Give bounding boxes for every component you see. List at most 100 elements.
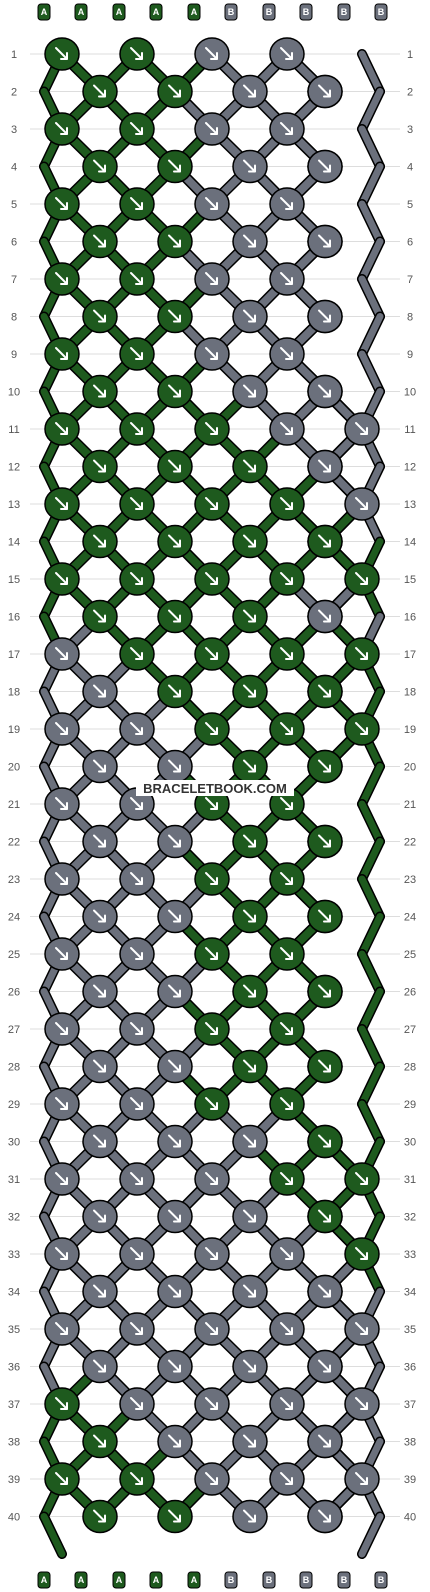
knot xyxy=(157,1049,193,1084)
forward-knot-arrow-icon xyxy=(205,47,218,60)
forward-knot-arrow-icon xyxy=(168,309,181,323)
knot xyxy=(157,674,193,709)
forward-knot-arrow-icon xyxy=(243,684,256,698)
forward-knot-arrow-icon xyxy=(280,1172,293,1185)
forward-knot-arrow-icon xyxy=(205,722,218,735)
knot xyxy=(119,337,155,371)
forward-knot-arrow-icon xyxy=(93,234,106,248)
knot xyxy=(232,899,268,934)
row-number-right: 26 xyxy=(404,987,416,999)
row-number-right: 38 xyxy=(404,1437,416,1449)
forward-knot-arrow-icon xyxy=(318,1359,331,1373)
forward-knot-arrow-icon xyxy=(243,1509,256,1523)
forward-knot-arrow-icon xyxy=(130,497,143,510)
strand-color-tab xyxy=(149,3,163,21)
row-number-right: 9 xyxy=(407,349,413,361)
forward-knot-arrow-icon xyxy=(243,1359,256,1373)
strand-color-tab xyxy=(112,3,126,21)
row-number-left: 30 xyxy=(8,1137,20,1149)
edge-thread xyxy=(358,275,384,320)
strand-color-tab xyxy=(187,1571,201,1589)
forward-knot-arrow-icon xyxy=(130,722,143,735)
forward-knot-arrow-icon xyxy=(243,459,256,473)
strand-letter: A xyxy=(153,1575,160,1585)
row-number-right: 13 xyxy=(404,499,416,511)
knot xyxy=(44,1012,80,1046)
knot xyxy=(44,1387,80,1421)
forward-knot-arrow-icon xyxy=(318,759,331,773)
strand-color-tab xyxy=(187,3,201,21)
forward-knot-arrow-icon xyxy=(243,1209,256,1223)
knot xyxy=(44,112,80,146)
knot xyxy=(194,1312,230,1346)
knot xyxy=(82,224,118,259)
forward-knot-arrow-icon xyxy=(243,984,256,998)
knot xyxy=(157,1124,193,1159)
knot xyxy=(269,1312,305,1346)
row-number-right: 23 xyxy=(404,874,416,886)
knot xyxy=(232,674,268,709)
edge-thread xyxy=(358,50,384,95)
edge-thread xyxy=(40,1513,66,1558)
forward-knot-arrow-icon xyxy=(55,47,68,60)
strand-color-tab xyxy=(337,3,351,21)
row-number-left: 4 xyxy=(11,162,17,174)
knot xyxy=(119,1162,155,1196)
knot-grid xyxy=(44,37,380,1534)
row-number-left: 32 xyxy=(8,1212,20,1224)
row-number-left: 28 xyxy=(8,1062,20,1074)
knot xyxy=(194,937,230,971)
knot xyxy=(119,712,155,746)
forward-knot-arrow-icon xyxy=(280,47,293,60)
forward-knot-arrow-icon xyxy=(55,797,68,810)
knot xyxy=(194,1012,230,1046)
knot xyxy=(269,187,305,221)
row-number-right: 17 xyxy=(404,649,416,661)
row-number-right: 2 xyxy=(407,87,413,99)
strand-letter: B xyxy=(341,7,348,17)
knot xyxy=(232,1424,268,1459)
forward-knot-arrow-icon xyxy=(130,1022,143,1035)
knot xyxy=(157,74,193,109)
knot xyxy=(307,524,343,559)
strand-letter: B xyxy=(378,7,385,17)
forward-knot-arrow-icon xyxy=(130,122,143,135)
knot xyxy=(44,562,80,596)
strand-color-tab xyxy=(374,3,388,21)
forward-knot-arrow-icon xyxy=(280,422,293,435)
forward-knot-arrow-icon xyxy=(205,797,218,810)
forward-knot-arrow-icon xyxy=(130,272,143,285)
row-number-right: 11 xyxy=(404,424,415,436)
forward-knot-arrow-icon xyxy=(55,497,68,510)
strand-color-tab xyxy=(299,1571,313,1589)
row-number-right: 39 xyxy=(404,1474,416,1486)
forward-knot-arrow-icon xyxy=(355,722,368,735)
knot xyxy=(119,37,155,71)
forward-knot-arrow-icon xyxy=(168,384,181,398)
forward-knot-arrow-icon xyxy=(205,347,218,360)
forward-knot-arrow-icon xyxy=(355,422,368,435)
knot xyxy=(269,1462,305,1496)
knot xyxy=(232,599,268,634)
knot xyxy=(307,449,343,484)
knot xyxy=(269,1387,305,1421)
knot xyxy=(232,1124,268,1159)
knot xyxy=(157,149,193,184)
forward-knot-arrow-icon xyxy=(243,834,256,848)
forward-knot-arrow-icon xyxy=(205,647,218,660)
forward-knot-arrow-icon xyxy=(168,984,181,998)
forward-knot-arrow-icon xyxy=(318,234,331,248)
knot xyxy=(232,374,268,409)
forward-knot-arrow-icon xyxy=(168,234,181,248)
knot xyxy=(157,374,193,409)
knot xyxy=(119,112,155,146)
forward-knot-arrow-icon xyxy=(93,1434,106,1448)
row-number-right: 30 xyxy=(404,1137,416,1149)
row-number-right: 28 xyxy=(404,1062,416,1074)
forward-knot-arrow-icon xyxy=(318,909,331,923)
knot xyxy=(82,1274,118,1309)
knot xyxy=(232,74,268,109)
edge-thread xyxy=(358,875,384,920)
strand-letter: A xyxy=(191,7,198,17)
row-number-right: 24 xyxy=(404,912,416,924)
